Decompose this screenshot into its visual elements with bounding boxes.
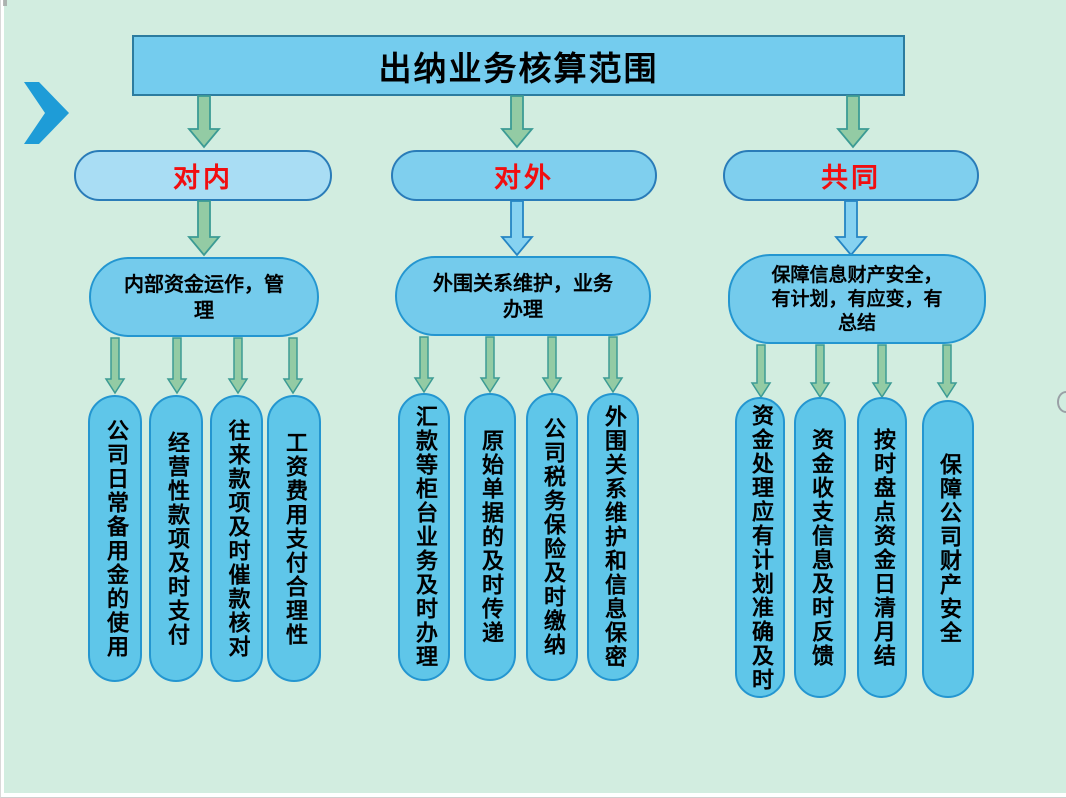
connector-arrow-icon <box>479 336 501 394</box>
task-text: 资金处理应有计划准确及时 <box>748 403 773 692</box>
down-arrow-icon <box>500 200 534 257</box>
task-capsule: 资金处理应有计划准确及时 <box>735 397 785 698</box>
connector-arrow-icon <box>166 337 188 395</box>
task-text: 往来款项及时催款核对 <box>224 418 250 659</box>
connector-arrow-icon <box>104 337 126 395</box>
connector-arrow-icon <box>809 344 831 399</box>
down-arrow-icon <box>836 95 870 149</box>
connector-arrow-icon <box>871 344 893 399</box>
down-arrow-icon <box>187 200 221 257</box>
summary-line: 内部资金运作，管 <box>124 271 284 296</box>
task-text: 公司税务保险及时缴纳 <box>540 417 565 657</box>
task-text: 按时盘点资金日清月结 <box>870 427 895 668</box>
task-text: 保障公司财产安全 <box>936 453 961 645</box>
task-capsule: 原始单据的及时传递 <box>464 393 516 681</box>
corner-artifact <box>3 0 7 6</box>
task-capsule: 工资费用支付合理性 <box>267 395 321 682</box>
task-capsule: 外围关系维护和信息保密 <box>587 393 639 681</box>
task-text: 公司日常备用金的使用 <box>103 418 128 659</box>
summary-line: 总结 <box>837 312 876 335</box>
down-arrow-icon <box>834 200 868 257</box>
task-text: 资金收支信息及时反馈 <box>808 427 833 668</box>
task-capsule: 保障公司财产安全 <box>922 400 974 698</box>
diagram-title-bar: 出纳业务核算范围 <box>132 35 905 96</box>
task-text: 原始单据的及时传递 <box>478 429 503 645</box>
summary-line: 有计划，有应变，有 <box>771 287 943 310</box>
slide-bottom-edge <box>1 793 1066 797</box>
connector-arrow-icon <box>227 337 249 395</box>
task-capsule: 按时盘点资金日清月结 <box>857 397 907 698</box>
down-arrow-icon <box>500 95 534 149</box>
summary-node-external: 外围关系维护，业务 办理 <box>395 256 651 336</box>
down-arrow-icon <box>187 95 221 149</box>
branch-pill-internal: 对内 <box>74 150 332 201</box>
task-capsule: 公司日常备用金的使用 <box>88 395 142 682</box>
connector-arrow-icon <box>413 336 435 394</box>
summary-line: 保障信息财产安全， <box>771 263 943 286</box>
edge-artifact <box>1057 391 1066 413</box>
slide-left-edge <box>1 0 4 797</box>
branch-pill-external: 对外 <box>391 150 657 201</box>
task-capsule: 往来款项及时催款核对 <box>210 395 263 682</box>
branch-label: 对内 <box>173 163 233 194</box>
chevron-right-icon <box>24 82 69 144</box>
task-text: 汇款等柜台业务及时办理 <box>412 405 437 669</box>
summary-node-common: 保障信息财产安全， 有计划，有应变，有 总结 <box>728 254 986 344</box>
branch-label: 共同 <box>821 163 881 194</box>
connector-arrow-icon <box>541 336 563 394</box>
task-text: 经营性款项及时支付 <box>164 430 189 647</box>
connector-arrow-icon <box>602 336 624 394</box>
summary-line: 外围关系维护，业务 <box>433 270 613 295</box>
task-capsule: 公司税务保险及时缴纳 <box>526 393 578 681</box>
connector-arrow-icon <box>750 344 772 399</box>
task-capsule: 汇款等柜台业务及时办理 <box>398 393 450 681</box>
connector-arrow-icon <box>282 337 304 395</box>
task-text: 工资费用支付合理性 <box>282 430 307 647</box>
summary-node-internal: 内部资金运作，管 理 <box>89 257 319 337</box>
task-capsule: 经营性款项及时支付 <box>149 395 203 682</box>
branch-pill-common: 共同 <box>723 150 979 201</box>
task-capsule: 资金收支信息及时反馈 <box>794 397 846 698</box>
task-text: 外围关系维护和信息保密 <box>601 405 626 669</box>
branch-label: 对外 <box>494 163 554 194</box>
diagram-title: 出纳业务核算范围 <box>378 48 659 88</box>
summary-line: 理 <box>194 298 214 322</box>
connector-arrow-icon <box>936 344 958 399</box>
summary-line: 办理 <box>503 297 543 321</box>
